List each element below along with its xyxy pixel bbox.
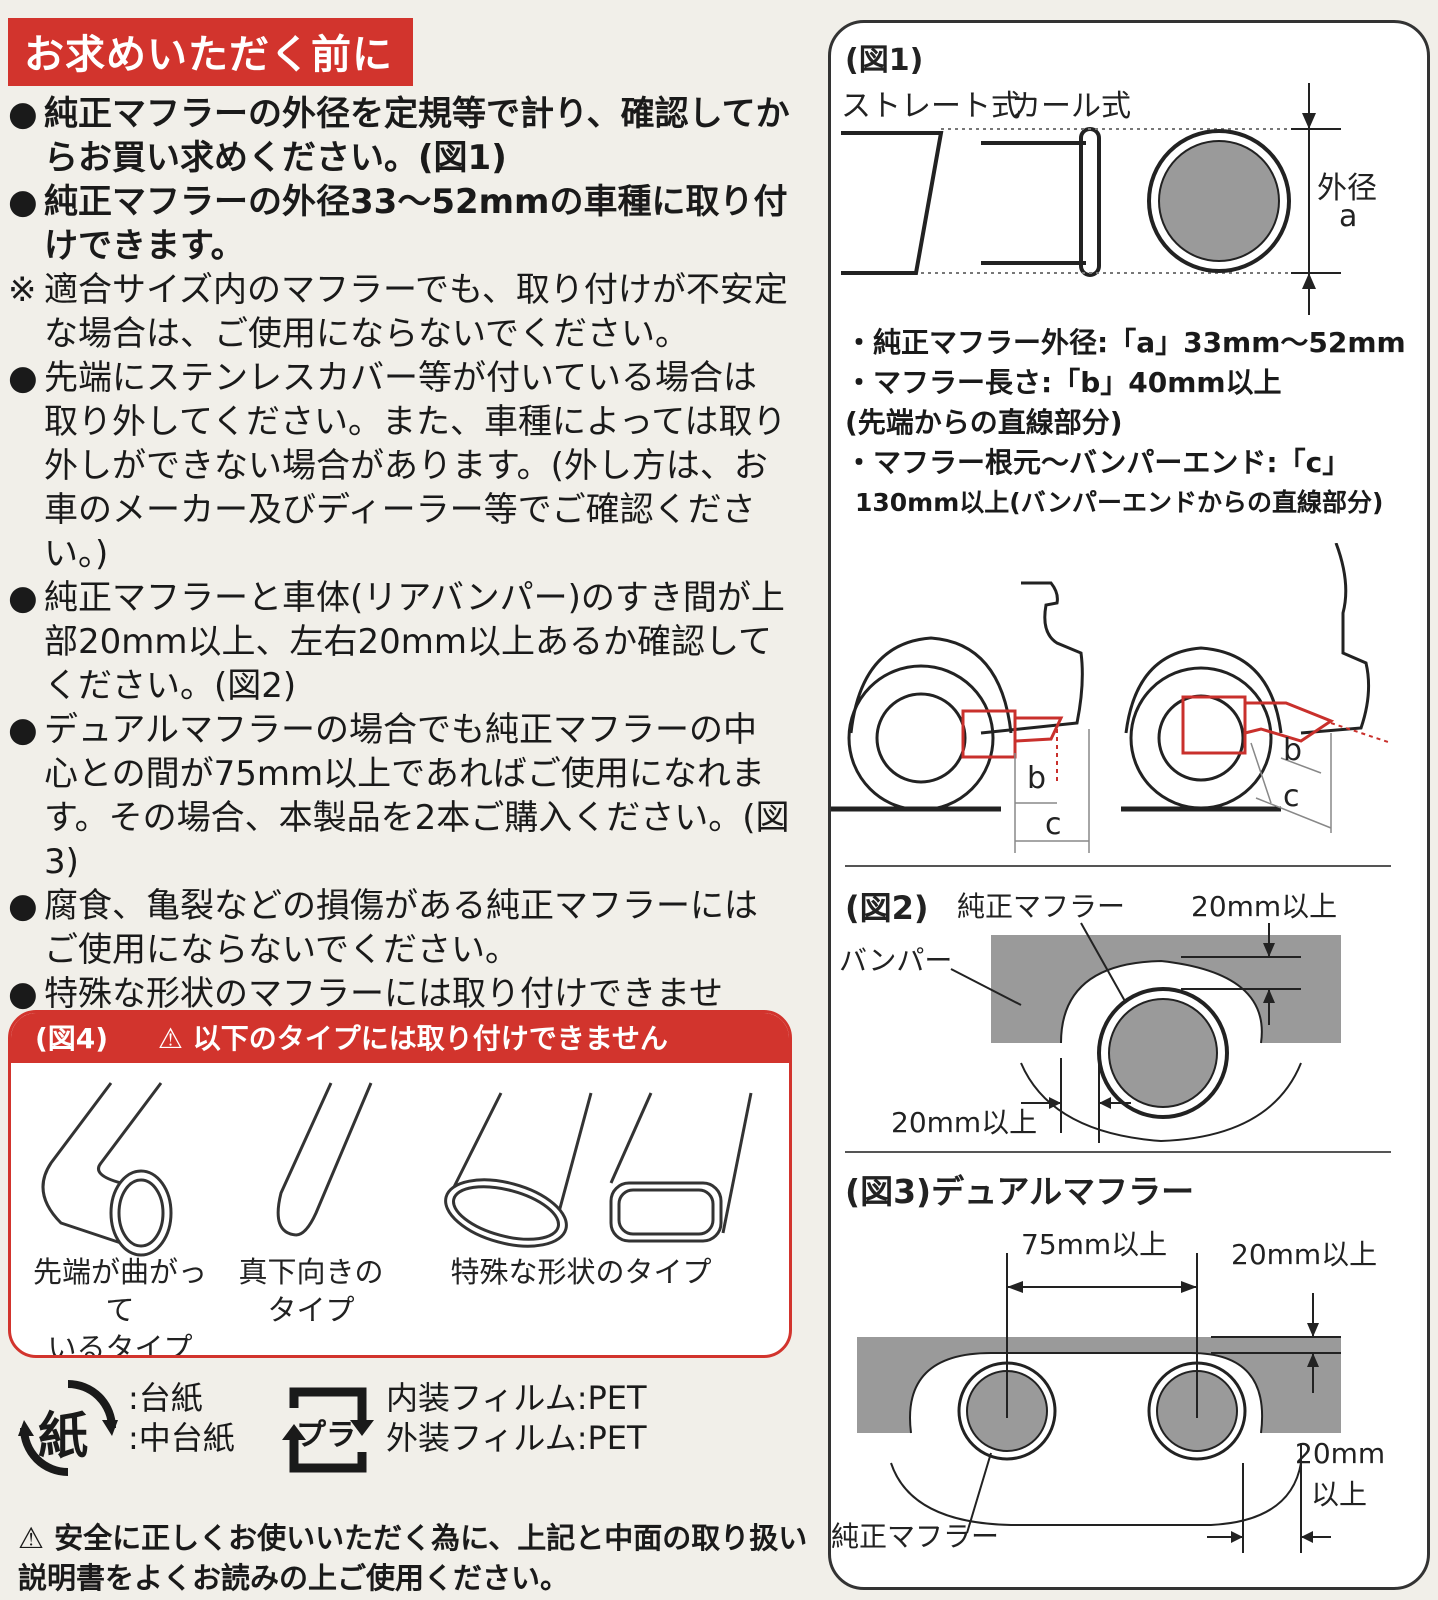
note-item: ●先端にステンレスカバー等が付いている場合は取り外してください。また、車種によっ… <box>8 358 787 574</box>
note-item: ●純正マフラーの外径を定規等で計り、確認してからお買い求めください。(図1) <box>8 94 790 178</box>
left-column: お求めいただく前に ●純正マフラーの外径を定規等で計り、確認してからお買い求めく… <box>8 18 790 1060</box>
fig3-muffler-label: 純正マフラー <box>831 1520 1000 1553</box>
fig3-side-gap-label-2: 以上 <box>1311 1478 1368 1511</box>
fig4-unsupported-types: (図4) ⚠ 以下のタイプには取り付けできません 先端が曲がって いるタイプ 真… <box>8 1010 792 1358</box>
fig3-side-gap-label: 20mm <box>1295 1437 1386 1470</box>
notes-list: ●純正マフラーの外径を定規等で計り、確認してからお買い求めください。(図1) ●… <box>8 92 790 1060</box>
fig4-caption-downward: 真下向きの タイプ <box>238 1255 384 1327</box>
divider <box>845 1151 1391 1153</box>
warning-triangle-icon: ⚠ <box>157 1022 183 1055</box>
plastic-recycle-icon: プラ <box>276 1380 376 1480</box>
safety-notice: ⚠ 安全に正しくお使いいただく為に、上記と中面の取り扱い説明書をよくお読みの上ご… <box>18 1521 808 1595</box>
fig1-curl-label: カール式 <box>1011 89 1131 124</box>
fig1-straight-label: ストレート式 <box>841 89 1021 124</box>
fig1-c-label-right: c <box>1283 779 1300 814</box>
fig4-drawings <box>41 1082 753 1257</box>
note-item: ●純正マフラーと車体(リアバンパー)のすき間が上部20mm以上、左右20mm以上… <box>8 578 785 706</box>
paper-recycle-icon: 紙 <box>18 1378 118 1478</box>
note-item: ●純正マフラーの外径33〜52mmの車種に取り付けできます。 <box>8 182 788 266</box>
fig1-spec: ・マフラー長さ:「b」40mm以上 <box>845 366 1282 399</box>
note-item: ※適合サイズ内のマフラーでも、取り付けが不安定な場合は、ご使用にならないでくださ… <box>8 270 788 354</box>
fig2-label: (図2) <box>845 889 929 927</box>
note-item: ●腐食、亀裂などの損傷がある純正マフラーにはご使用にならないでください。 <box>8 886 758 970</box>
fig4-warning: 以下のタイプには取り付けできません <box>192 1022 668 1055</box>
fig3-top-gap-label: 20mm以上 <box>1231 1238 1378 1271</box>
plastic-mark: プラ <box>296 1418 356 1453</box>
fig2-bumper-label: バンパー <box>839 944 953 977</box>
paper-items: :台紙 :中台紙 <box>128 1379 235 1457</box>
fig4-caption-bent: 先端が曲がって いるタイプ <box>32 1255 207 1358</box>
fig2-top-gap-label: 20mm以上 <box>1191 890 1338 923</box>
paper-mark: 紙 <box>38 1407 88 1465</box>
fig1-b-label-right: b <box>1283 733 1303 768</box>
fig3-diagram <box>857 1253 1341 1553</box>
divider <box>845 865 1391 867</box>
fig2-muffler-label: 純正マフラー <box>957 890 1126 923</box>
fig1-spec: 130mm以上(バンパーエンドからの直線部分) <box>855 488 1384 517</box>
right-panel: (図1) ストレート式 カール式 外径 a ・純正マフラー外径:「a」33mm〜… <box>828 20 1430 1590</box>
fig1-spec: ・純正マフラー外径:「a」33mm〜52mm <box>845 326 1406 359</box>
fig1-spec: (先端からの直線部分) <box>845 406 1123 439</box>
fig1-diagram <box>841 83 1341 315</box>
fig2-side-gap-label: 20mm以上 <box>891 1106 1038 1139</box>
fig3-center-label: 75mm以上 <box>1021 1228 1168 1261</box>
car-rear-diagram <box>831 543 1392 853</box>
fig1-c-label: c <box>1045 807 1062 842</box>
fig1-b-label: b <box>1027 761 1047 796</box>
fig4-caption-special: 特殊な形状のタイプ <box>450 1255 712 1289</box>
fig2-diagram <box>950 922 1341 1143</box>
fig1-label: (図1) <box>845 43 924 78</box>
plastic-items: 内装フィルム:PET 外装フィルム:PET <box>386 1379 647 1457</box>
warning-triangle-icon: ⚠ <box>18 1521 44 1555</box>
note-item: ●特殊な形状のマフラーには取り付けできません。(図4) <box>8 974 723 1058</box>
note-item: ●デュアルマフラーの場合でも純正マフラーの中心との間が75mm以上であればご使用… <box>8 710 790 882</box>
section-title: お求めいただく前に <box>8 18 413 86</box>
fig1-diameter-label: 外径 <box>1317 171 1377 206</box>
fig4-label: (図4) <box>35 1022 109 1055</box>
fig3-label: (図3)デュアルマフラー <box>845 1172 1195 1211</box>
fig4-header: (図4) ⚠ 以下のタイプには取り付けできません <box>11 1013 789 1063</box>
fig1-diameter-letter: a <box>1339 199 1358 234</box>
fig1-spec: ・マフラー根元〜バンパーエンド:「c」 <box>845 446 1351 479</box>
